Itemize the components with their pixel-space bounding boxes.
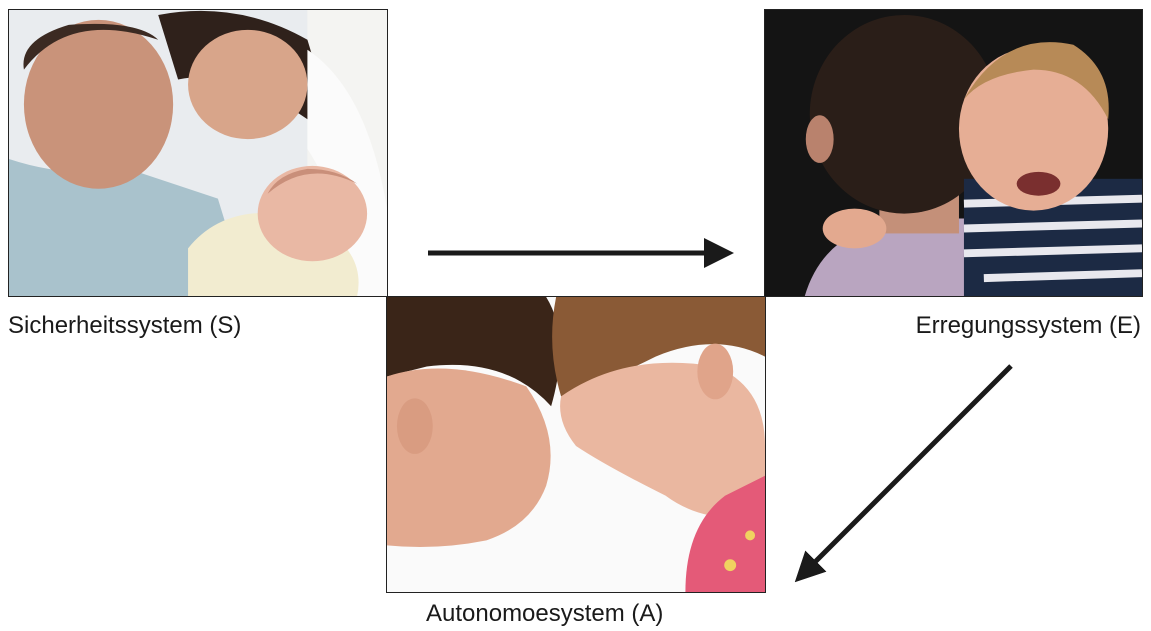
arrow-arousal-to-autonomy — [799, 366, 1011, 578]
